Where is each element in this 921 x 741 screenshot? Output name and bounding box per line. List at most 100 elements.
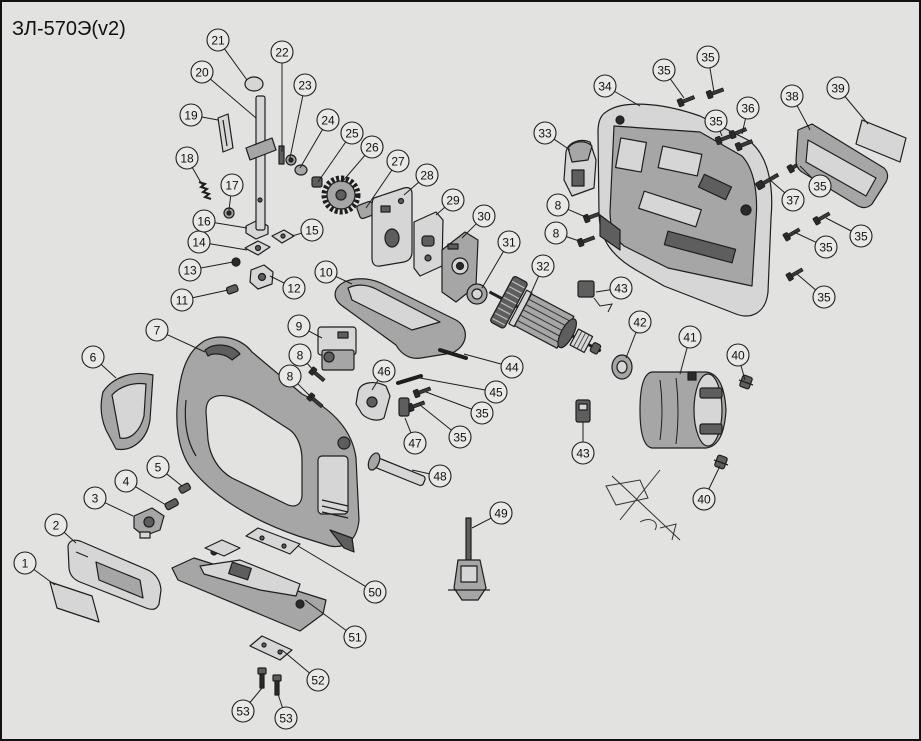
callout-8: 8: [546, 193, 589, 219]
part-43: [575, 280, 613, 423]
callout-circle: [531, 254, 555, 278]
callout-17: 17: [220, 173, 244, 211]
leader-line: [297, 383, 313, 399]
callout-label: 9: [296, 320, 303, 334]
callout-circle: [489, 501, 513, 525]
leader-line: [411, 469, 430, 475]
callout-19: 19: [179, 103, 219, 127]
callout-41: 41: [678, 325, 702, 375]
leader-line: [614, 91, 641, 107]
leader-line: [708, 465, 721, 490]
leader-line: [669, 78, 685, 99]
callout-35: 35: [799, 165, 832, 198]
callout-label: 30: [477, 210, 491, 224]
callout-label: 48: [433, 470, 447, 484]
callout-circle: [448, 425, 472, 449]
callout-35: 35: [793, 231, 838, 259]
leader-line: [595, 289, 611, 293]
callout-label: 36: [741, 102, 755, 116]
callout-circle: [293, 73, 317, 97]
callout-circle: [114, 469, 138, 493]
callout-circle: [386, 149, 410, 173]
leader-line: [201, 116, 219, 121]
callout-32: 32: [527, 254, 555, 301]
callout-40: 40: [726, 343, 750, 381]
leader-line: [289, 95, 304, 159]
callout-circle: [544, 221, 568, 245]
callout-circle: [726, 343, 750, 367]
leader-line: [461, 223, 477, 239]
callout-35: 35: [652, 58, 685, 99]
leader-line: [297, 545, 366, 587]
leader-line: [419, 377, 486, 391]
leader-line: [799, 165, 813, 179]
callout-18: 18: [175, 146, 205, 189]
part-23: [285, 154, 297, 166]
callout-50: 50: [297, 545, 387, 604]
leader-line: [553, 138, 571, 151]
leader-line: [404, 417, 412, 433]
callout-label: 25: [345, 127, 359, 141]
callout-25: 25: [317, 121, 364, 183]
callout-47: 47: [403, 417, 427, 455]
part-40: [713, 374, 754, 470]
callout-label: 27: [391, 155, 405, 169]
leader-line: [566, 236, 583, 243]
callout-4: 4: [114, 469, 167, 506]
leader-line: [769, 179, 786, 194]
callout-label: 42: [633, 316, 647, 330]
callout-label: 19: [184, 109, 198, 123]
callout-circle: [609, 276, 633, 300]
callout-label: 31: [502, 236, 516, 250]
callout-34: 34: [593, 74, 641, 107]
callout-15: 15: [291, 218, 324, 242]
callout-label: 11: [176, 294, 189, 308]
callout-circle: [270, 40, 294, 64]
callout-label: 15: [305, 224, 319, 238]
callout-circle: [282, 276, 306, 300]
leader-line: [249, 687, 263, 703]
callout-circle: [441, 188, 465, 212]
callout-circle: [145, 318, 169, 342]
callout-8: 8: [288, 343, 315, 372]
leader-line: [679, 347, 688, 375]
callout-label: 53: [279, 712, 293, 726]
callout-circle: [13, 551, 37, 575]
callout-label: 40: [731, 349, 745, 363]
callout-label: 34: [598, 80, 612, 94]
callout-label: 40: [697, 493, 711, 507]
callout-label: 28: [420, 169, 434, 183]
callout-label: 10: [319, 266, 333, 280]
callout-7: 7: [145, 318, 206, 353]
callout-33: 33: [533, 121, 571, 151]
callout-circle: [780, 84, 804, 108]
callout-52: 52: [281, 649, 330, 692]
part-19: [217, 113, 234, 153]
callout-label: 53: [236, 705, 250, 719]
leader-line: [269, 275, 285, 284]
callout-21: 21: [206, 28, 248, 81]
callout-circle: [287, 314, 311, 338]
callout-22: 22: [270, 40, 294, 152]
leader-line: [192, 289, 229, 299]
callout-12: 12: [269, 275, 306, 300]
callout-circle: [231, 699, 255, 723]
callout-43: 43: [595, 276, 633, 300]
callout-24: 24: [299, 108, 340, 169]
callout-circle: [500, 355, 524, 379]
callout-label: 14: [192, 236, 206, 250]
part-10: [334, 278, 466, 359]
leader-line: [793, 231, 817, 243]
part-42: [611, 354, 633, 380]
callout-label: 46: [377, 365, 391, 379]
leader-line: [214, 222, 248, 229]
callout-31: 31: [481, 230, 521, 289]
part-33: [563, 139, 597, 197]
callout-circle: [44, 513, 68, 537]
callout-label: 13: [183, 264, 197, 278]
callout-43: 43: [571, 422, 595, 465]
callout-circle: [808, 174, 832, 198]
part-44: [438, 348, 468, 360]
callout-circle: [652, 58, 676, 82]
part-28: [371, 187, 413, 267]
